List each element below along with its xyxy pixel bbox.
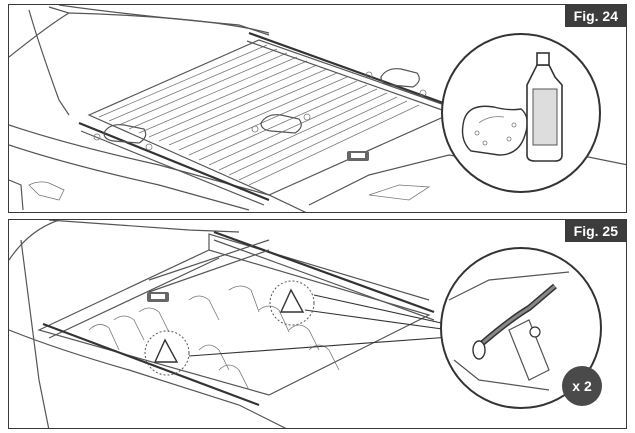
lock-handle-icon	[147, 292, 169, 302]
drain-point-marker	[144, 330, 190, 376]
figure-label: Fig. 25	[564, 220, 626, 242]
figure-label: Fig. 24	[564, 5, 626, 27]
figure-24-panel: Fig. 24	[8, 4, 627, 213]
cover-slats	[98, 44, 420, 186]
drain-hose-zoom	[440, 247, 602, 409]
truck-bed-cover-cleaning-illustration	[9, 5, 626, 212]
sponge-icon	[93, 124, 153, 151]
figure-25-panel: Fig. 25 x 2	[8, 219, 627, 429]
drain-point-marker	[269, 280, 315, 326]
drain-hose-installation-illustration	[9, 220, 602, 428]
cleaning-supplies-zoom	[441, 33, 601, 193]
lock-handle-icon	[347, 151, 369, 161]
sponge-icon	[251, 113, 311, 134]
quantity-badge: x 2	[562, 366, 602, 406]
sponge-icon	[365, 68, 427, 97]
